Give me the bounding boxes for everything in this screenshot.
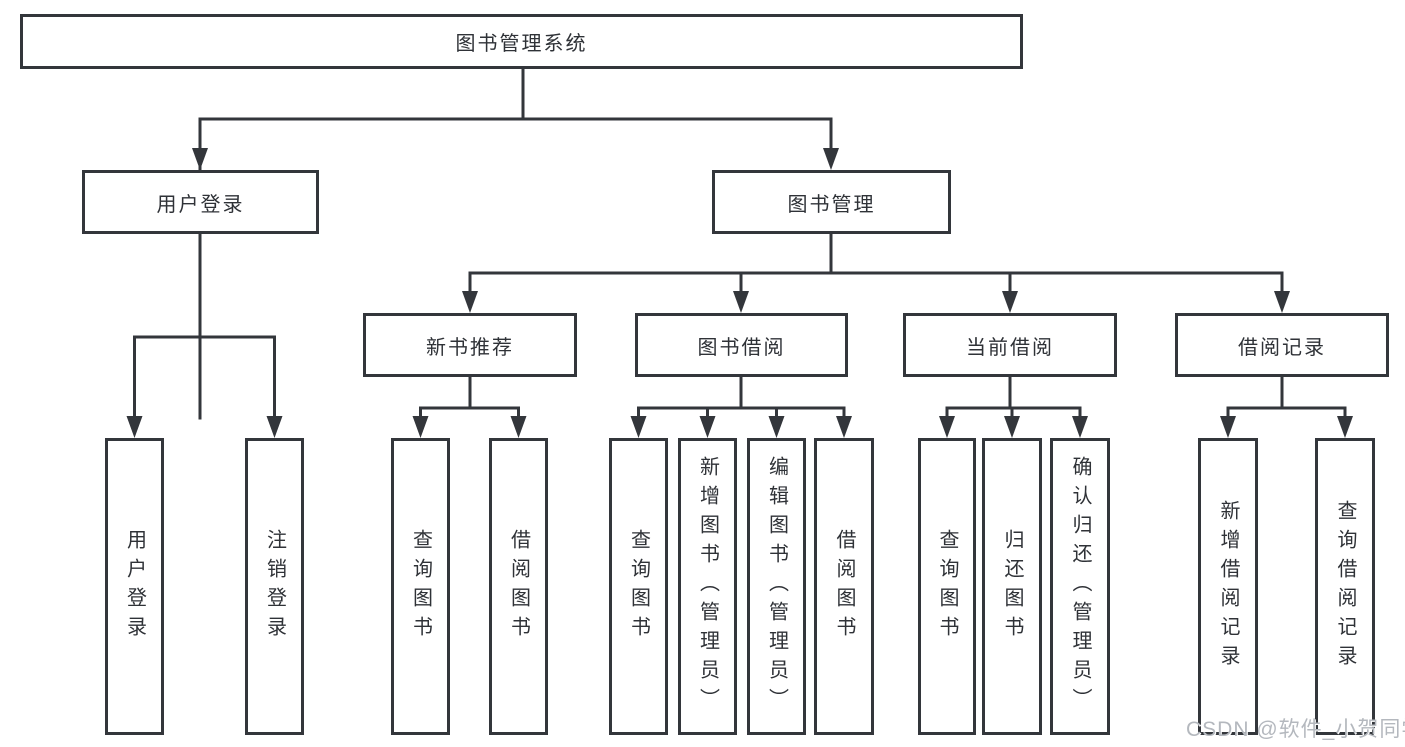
leaf-query-books-borrowing: 查询图书 — [609, 438, 668, 735]
leaf-label: 查询图书 — [409, 528, 432, 645]
node-borrowing-records: 借阅记录 — [1175, 313, 1389, 377]
leaf-add-book-admin: 新增图书（管理员） — [678, 438, 737, 735]
leaf-label: 查询图书 — [627, 528, 650, 645]
leaf-return-books: 归还图书 — [982, 438, 1042, 735]
leaf-query-books-current: 查询图书 — [918, 438, 976, 735]
node-user-login: 用户登录 — [82, 170, 319, 234]
node-book-borrowing: 图书借阅 — [635, 313, 848, 377]
node-label: 新书推荐 — [426, 336, 514, 359]
leaf-label: 借阅图书 — [507, 528, 530, 645]
leaf-borrow-books-recommend: 借阅图书 — [489, 438, 548, 735]
node-label: 图书管理系统 — [455, 33, 588, 55]
leaf-label: 借阅图书 — [833, 528, 855, 645]
node-library-management-system: 图书管理系统 — [20, 14, 1023, 69]
leaf-label: 编辑图书（管理员） — [765, 456, 788, 717]
leaf-label: 注销登录 — [263, 528, 286, 645]
arrowheads — [126, 148, 1353, 438]
leaf-label: 归还图书 — [1001, 528, 1023, 645]
node-book-management: 图书管理 — [712, 170, 951, 234]
leaf-label: 用户登录 — [123, 528, 146, 645]
node-current-borrowing: 当前借阅 — [903, 313, 1117, 377]
node-label: 用户登录 — [156, 193, 245, 216]
leaf-label: 查询图书 — [936, 528, 958, 645]
leaf-edit-book-admin: 编辑图书（管理员） — [747, 438, 806, 735]
leaf-confirm-return-admin: 确认归还（管理员） — [1050, 438, 1110, 735]
csdn-watermark: CSDN @软件_小贺同学 — [1186, 718, 1405, 741]
node-label: 借阅记录 — [1238, 336, 1326, 359]
leaf-add-borrowing-record: 新增借阅记录 — [1198, 438, 1258, 735]
node-label: 当前借阅 — [966, 336, 1054, 359]
leaf-label: 新增图书（管理员） — [696, 456, 719, 717]
leaf-query-borrowing-record: 查询借阅记录 — [1315, 438, 1375, 735]
leaf-logout-login: 注销登录 — [245, 438, 304, 735]
leaf-borrow-books-borrowing: 借阅图书 — [814, 438, 874, 735]
leaf-query-books-recommend: 查询图书 — [391, 438, 450, 735]
leaf-user-login: 用户登录 — [105, 438, 164, 735]
node-new-book-recommendation: 新书推荐 — [363, 313, 577, 377]
leaf-label: 确认归还（管理员） — [1069, 456, 1091, 717]
node-label: 图书借阅 — [697, 336, 786, 359]
leaf-label: 新增借阅记录 — [1217, 499, 1239, 674]
node-label: 图书管理 — [787, 193, 876, 216]
leaf-label: 查询借阅记录 — [1334, 499, 1356, 674]
